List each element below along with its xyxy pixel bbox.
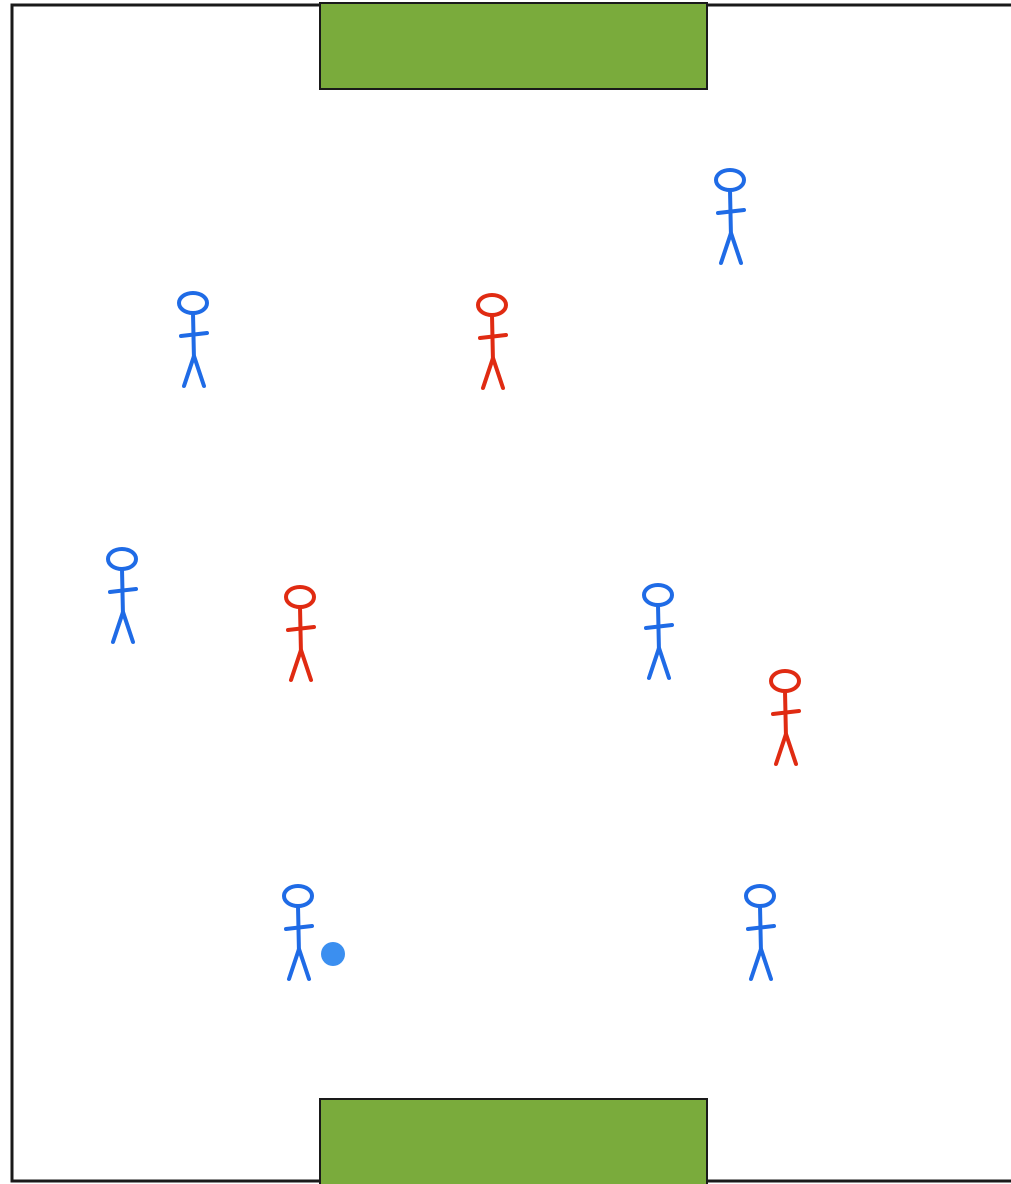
player-red-5-stick-figure-icon (286, 587, 314, 680)
player-blue-9-stick-figure-icon (746, 886, 774, 979)
field-boundary (12, 5, 1011, 1181)
player-red-3-stick-figure-icon (478, 295, 506, 388)
goal-top (320, 3, 707, 89)
player-blue-2-stick-figure-icon (179, 293, 207, 386)
players-layer (108, 170, 799, 979)
player-blue-4-stick-figure-icon (108, 549, 136, 642)
player-red-7-stick-figure-icon (771, 671, 799, 764)
player-blue-1-stick-figure-icon (716, 170, 744, 263)
goal-bottom (320, 1099, 707, 1184)
player-blue-8-stick-figure-icon (284, 886, 312, 979)
player-blue-6-stick-figure-icon (644, 585, 672, 678)
ball-icon (321, 942, 345, 966)
